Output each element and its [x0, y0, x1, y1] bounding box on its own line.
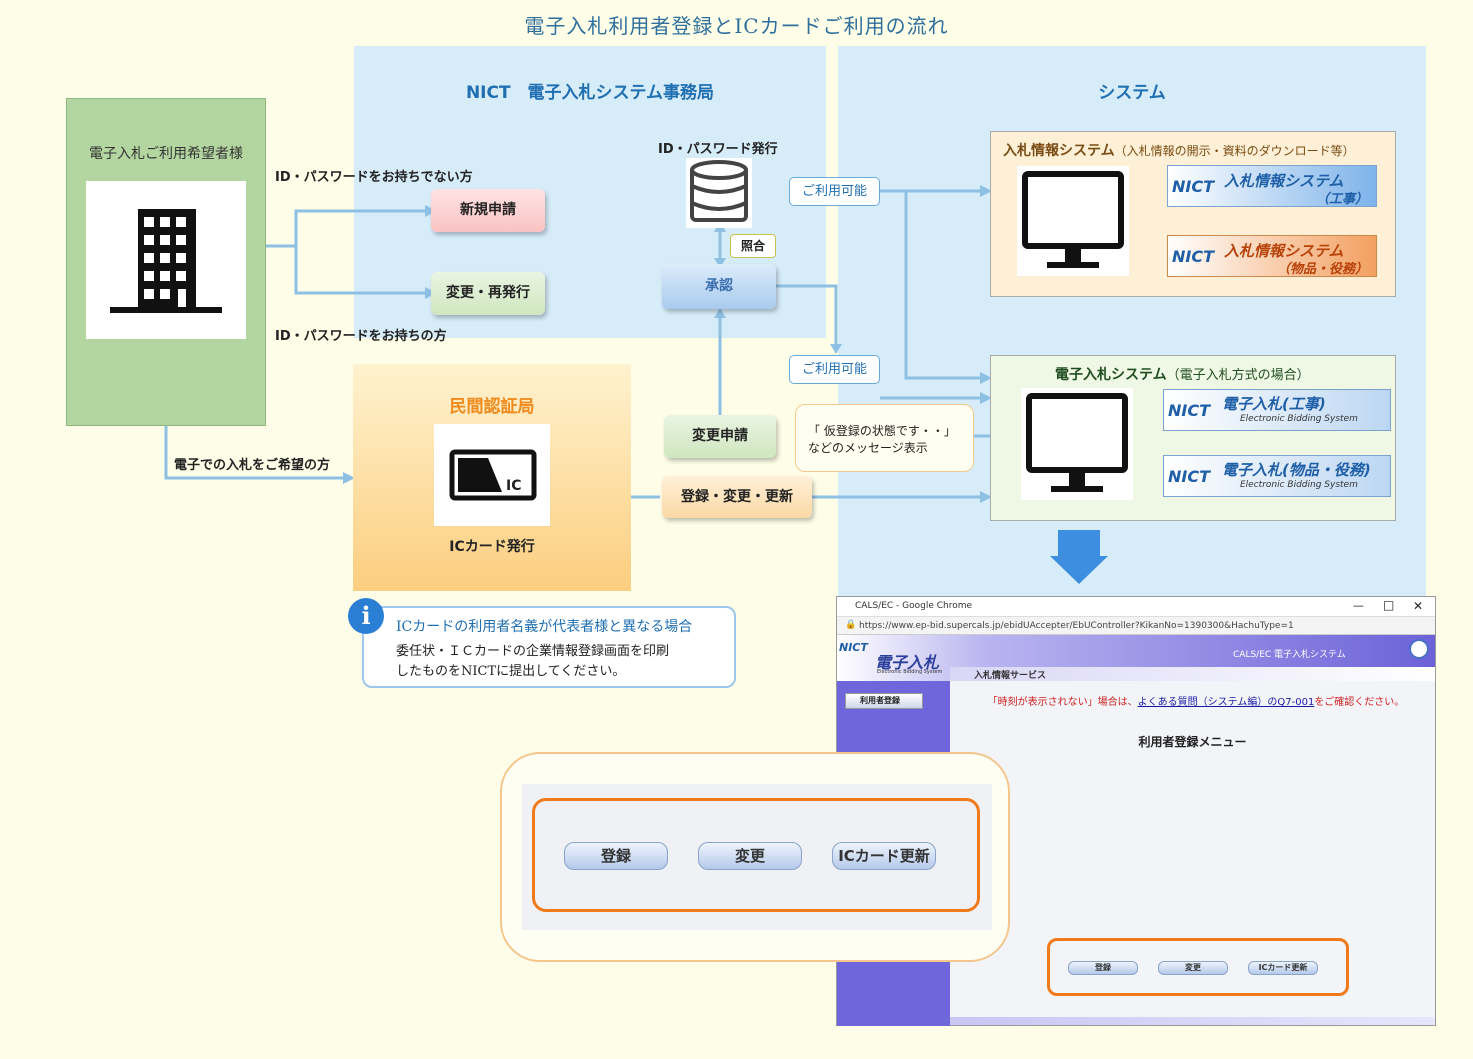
- menu-title: 利用者登録メニュー: [1138, 735, 1247, 749]
- bid-info-logo1-main: 入札情報システム: [1224, 172, 1344, 190]
- register-change-renew-button[interactable]: 登録・変更・更新: [662, 476, 812, 518]
- ebid-logo-construction[interactable]: NICT 電子入札(工事) Electronic Bidding System: [1163, 389, 1391, 431]
- approve-button[interactable]: 承認: [662, 264, 776, 309]
- building-image: [86, 181, 246, 339]
- close-icon[interactable]: ✕: [1413, 599, 1424, 613]
- browser-window-title: CALS/EC - Google Chrome: [855, 601, 973, 611]
- database-image: [686, 158, 752, 228]
- verify-tag: 照合: [730, 234, 776, 258]
- ic-card-image: IC: [434, 424, 550, 526]
- browser-url: https://www.ep-bid.supercals.jp/ebidUAcc…: [859, 621, 1294, 631]
- nict-office-title: NICT 電子入札システム事務局: [465, 83, 715, 103]
- ic-card-issue-label: ICカード発行: [449, 539, 535, 555]
- info-heading: ICカードの利用者名義が代表者様と異なる場合: [396, 619, 693, 635]
- bid-info-logo1-sub: （工事）: [1315, 192, 1368, 207]
- available-chip-bid-info: ご利用可能: [789, 177, 880, 206]
- change-button-small[interactable]: 変更: [1158, 961, 1228, 975]
- browser-brand: 電子入札: [875, 653, 940, 672]
- ebid-title: 電子入札システム: [1055, 367, 1167, 383]
- lock-icon: 🔒: [845, 620, 857, 630]
- nict-logo-text: NICT: [839, 641, 868, 654]
- service-tab: 入札情報サービス: [950, 667, 1435, 681]
- ic-renew-button-zoom[interactable]: ICカード更新: [832, 842, 936, 870]
- service-tab-label: 入札情報サービス: [974, 671, 1047, 681]
- bid-info-system-box: 入札情報システム（入札情報の開示・資料のダウンロード等） NICT 入札情報シス…: [990, 131, 1396, 297]
- change-apply-button[interactable]: 変更申請: [664, 415, 776, 458]
- no-id-label: ID・パスワードをお持ちでない方: [275, 170, 473, 185]
- browser-window: CALS/EC - Google Chrome — □ ✕ 🔒 https://…: [836, 596, 1436, 1026]
- maximize-icon[interactable]: □: [1383, 598, 1395, 612]
- ebid-logo-goods[interactable]: NICT 電子入札(物品・役務) Electronic Bidding Syst…: [1163, 455, 1391, 497]
- message-line1: 「 仮登録の状態です・・」: [808, 424, 956, 438]
- monitor-icon: [1022, 171, 1124, 268]
- ebid-monitor: [1021, 388, 1133, 500]
- ebid-subtitle: （電子入札方式の場合）: [1166, 368, 1310, 383]
- building-icon: [110, 209, 222, 313]
- ebid-logo2-sub: Electronic Bidding System: [1240, 480, 1358, 490]
- available-chip-ebid: ご利用可能: [789, 355, 880, 384]
- register-button-small[interactable]: 登録: [1068, 961, 1138, 975]
- applicant-label: 電子入札ご利用希望者様: [89, 146, 243, 162]
- bid-info-logo-construction[interactable]: NICT 入札情報システム （工事）: [1167, 165, 1377, 207]
- ic-renew-button-small[interactable]: ICカード更新: [1248, 961, 1318, 975]
- zoom-callout: 登録 変更 ICカード更新: [500, 752, 1010, 962]
- bid-info-title: 入札情報システム: [1003, 143, 1115, 159]
- nict-logo-text: NICT: [1168, 467, 1210, 486]
- ebid-title-row: 電子入札システム（電子入札方式の場合）: [1055, 364, 1310, 384]
- info-note: ICカードの利用者名義が代表者様と異なる場合 委任状・ＩＣカードの企業情報登録画…: [362, 606, 736, 688]
- minimize-icon[interactable]: —: [1353, 599, 1364, 612]
- bid-info-logo2-main: 入札情報システム: [1224, 242, 1344, 260]
- bid-info-logo-goods[interactable]: NICT 入札情報システム （物品・役務）: [1167, 235, 1377, 277]
- nict-logo-text: NICT: [1168, 401, 1210, 420]
- system-title: システム: [1098, 83, 1166, 103]
- browser-content: 「時刻が表示されない」場合は、よくある質問（システム編）のQ7-001をご確認く…: [950, 681, 1435, 1017]
- want-ebid-label: 電子での入札をご希望の方: [174, 458, 331, 473]
- browser-header-right: CALS/EC 電子入札システム: [1233, 650, 1346, 660]
- notice-pre: 「時刻が表示されない」場合は、: [987, 697, 1138, 708]
- new-apply-button[interactable]: 新規申請: [431, 189, 545, 232]
- applicant-panel: 電子入札ご利用希望者様: [66, 98, 266, 426]
- monitor-icon: [1026, 393, 1128, 492]
- ebid-logo1-main: 電子入札(工事): [1222, 395, 1326, 413]
- nict-logo-text: NICT: [1172, 177, 1214, 196]
- certificate-authority-panel: 民間認証局 IC ICカード発行: [353, 364, 631, 591]
- ca-title: 民間認証局: [449, 397, 535, 417]
- ebid-system-box: 電子入札システム（電子入札方式の場合） NICT 電子入札(工事) Electr…: [990, 355, 1396, 521]
- zoom-highlight: [532, 798, 980, 912]
- change-button-zoom[interactable]: 変更: [698, 842, 802, 870]
- user-register-side-button[interactable]: 利用者登録: [845, 693, 923, 709]
- notice-text: 「時刻が表示されない」場合は、よくある質問（システム編）のQ7-001をご確認く…: [970, 697, 1422, 709]
- ebid-logo1-sub: Electronic Bidding System: [1240, 414, 1358, 424]
- help-icon[interactable]: [1409, 639, 1429, 659]
- notice-link[interactable]: よくある質問（システム編）のQ7-001: [1137, 697, 1315, 708]
- message-bubble: 「 仮登録の状態です・・」 などのメッセージ表示: [795, 404, 974, 472]
- bid-info-title-row: 入札情報システム（入札情報の開示・資料のダウンロード等）: [1003, 140, 1355, 160]
- browser-titlebar: CALS/EC - Google Chrome — □ ✕: [837, 597, 1435, 617]
- browser-footer-bar: [950, 1017, 1435, 1025]
- bid-info-subtitle: （入札情報の開示・資料のダウンロード等）: [1114, 144, 1355, 158]
- id-issue-label: ID・パスワード発行: [658, 142, 778, 157]
- page-title: 電子入札利用者登録とICカードご利用の流れ: [524, 14, 949, 38]
- info-icon: i: [348, 598, 384, 634]
- has-id-label: ID・パスワードをお持ちの方: [275, 329, 447, 344]
- database-icon: [690, 160, 748, 222]
- small-button-highlight: [1047, 938, 1349, 996]
- address-bar[interactable]: 🔒 https://www.ep-bid.supercals.jp/ebidUA…: [837, 617, 1435, 635]
- change-reissue-button[interactable]: 変更・再発行: [431, 272, 545, 315]
- info-line2: したものをNICTに提出してください。: [396, 664, 626, 679]
- nict-logo-text: NICT: [1172, 247, 1214, 266]
- notice-post: をご確認ください。: [1314, 697, 1405, 708]
- register-button-zoom[interactable]: 登録: [564, 842, 668, 870]
- message-line2: などのメッセージ表示: [808, 441, 928, 455]
- ic-card-icon-text: IC: [506, 478, 522, 494]
- info-line1: 委任状・ＩＣカードの企業情報登録画面を印刷: [396, 644, 670, 659]
- bid-info-monitor: [1017, 166, 1129, 276]
- ebid-logo2-main: 電子入札(物品・役務): [1222, 461, 1371, 479]
- zoom-panel: 登録 変更 ICカード更新: [522, 784, 992, 930]
- bid-info-logo2-sub: （物品・役務）: [1276, 262, 1368, 277]
- browser-brand-sub: Electronic Bidding System: [877, 669, 943, 675]
